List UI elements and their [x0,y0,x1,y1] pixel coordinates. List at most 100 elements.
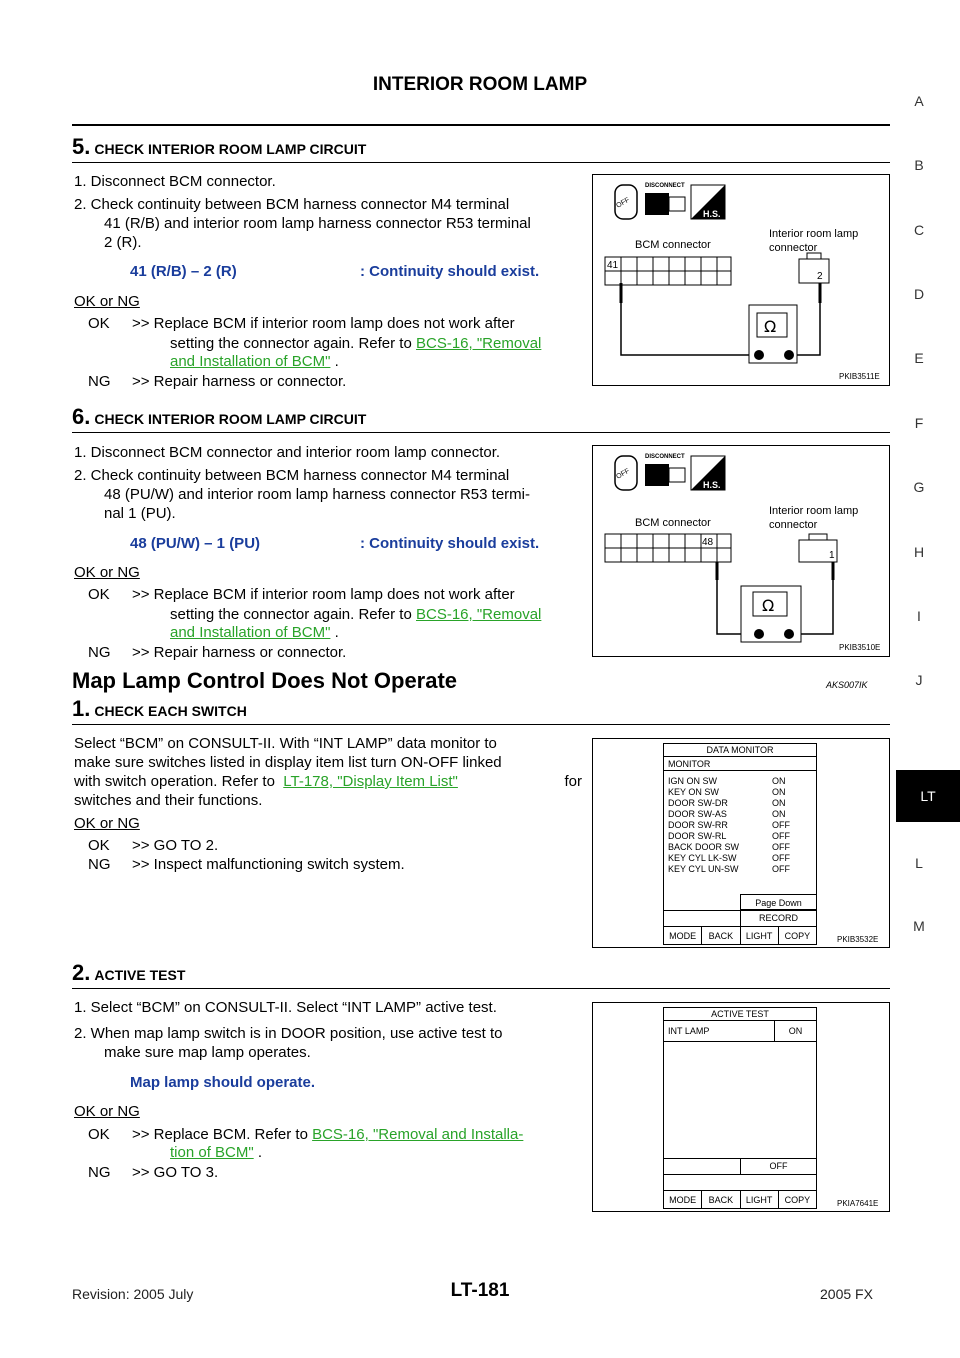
step6-wiring-diagram: OFF DISCONNECT H.S. BCM connector Interi… [604,454,880,652]
step6-spec-left: 48 (PU/W) – 1 (PU) [130,535,261,552]
copy-button[interactable]: COPY [784,931,811,941]
footer-model: 2005 FX [820,1286,873,1302]
step2-ng-text: >> GO TO 3. [132,1164,219,1181]
step5-heading: 5.CHECK INTERIOR ROOM LAMP CIRCUIT [72,134,367,159]
step1-p3: with switch operation. Refer to LT-178, … [74,773,582,790]
step2-line1: 1. Select “BCM” on CONSULT-II. Select “I… [74,999,497,1016]
step2-okng: OK or NG [74,1103,140,1120]
step6-spec-right: : Continuity should exist. [360,535,540,552]
back-button[interactable]: BACK [702,1191,741,1209]
lamp-connector: 2 [798,252,830,284]
link-bcs-16-cont[interactable]: and Installation of BCM" [170,624,331,641]
step5-line2c: 2 (R). [104,234,142,251]
step2-ok-label: OK [88,1126,110,1143]
step5-line2b: 41 (R/B) and interior room lamp harness … [104,215,531,232]
step5-okng: OK or NG [74,293,140,310]
step1-p4: switches and their functions. [74,792,263,809]
screen-subtitle: MONITOR [664,757,816,771]
svg-text:Ω: Ω [762,596,774,615]
step5-spec-right: : Continuity should exist. [360,263,540,280]
side-index-i[interactable]: I [917,608,921,624]
page-down-button[interactable]: Page Down [740,894,816,910]
side-index-b[interactable]: B [914,157,924,173]
step6-line2a: 2. Check continuity between BCM harness … [74,467,510,484]
link-bcs-16[interactable]: BCS-16, "Removal [416,606,542,623]
step1-okng: OK or NG [74,815,140,832]
step2-spec: Map lamp should operate. [130,1074,316,1091]
step5-ng-text: >> Repair harness or connector. [132,373,347,390]
lamp-connector-label-2: connector [769,242,818,254]
link-lt-178[interactable]: LT-178, "Display Item List" [283,773,458,790]
step2-rule [72,988,890,989]
svg-text:2: 2 [817,271,823,282]
svg-text:1: 1 [829,550,835,561]
bcm-connector-label: BCM connector [635,239,711,251]
header-rule [72,124,890,126]
screen-title: ACTIVE TEST [664,1008,816,1021]
step5-rule [72,162,890,163]
light-button[interactable]: LIGHT [741,1191,779,1209]
side-index-d[interactable]: D [913,286,925,302]
bcm-connector: 48 [604,533,732,563]
step6-line2b: 48 (PU/W) and interior room lamp harness… [104,486,530,503]
side-index-c[interactable]: C [913,222,925,238]
bcm-connector: 41 [604,256,732,286]
lamp-connector-label-2: connector [769,519,818,531]
screen-title: DATA MONITOR [664,744,816,757]
footer-revision: Revision: 2005 July [72,1286,194,1302]
step6-line2c: nal 1 (PU). [104,505,176,522]
step1-ng-label: NG [88,856,111,873]
mode-button[interactable]: MODE [664,927,703,945]
step1-p2: make sure switches listed in display ite… [74,754,502,771]
link-bcs-16[interactable]: BCS-16, "Removal [416,335,542,352]
record-button[interactable]: RECORD [740,910,816,926]
link-bcs-16[interactable]: BCS-16, "Removal and Installa- [312,1126,524,1143]
svg-text:41: 41 [607,260,619,271]
section-title: Map Lamp Control Does Not Operate [72,668,458,693]
step1-ng-text: >> Inspect malfunctioning switch system. [132,856,405,873]
step6-ng-label: NG [88,644,111,661]
step2-heading: 2.ACTIVE TEST [72,960,186,985]
side-index-l[interactable]: L [915,855,923,871]
step5-line2a: 2. Check continuity between BCM harness … [74,196,510,213]
side-index-f[interactable]: F [914,415,924,431]
page-title: INTERIOR ROOM LAMP [372,74,588,95]
off-button[interactable]: OFF [740,1158,816,1174]
step2-line2b: make sure map lamp operates. [104,1044,311,1061]
figure-code: PKIA7641E [837,1199,879,1208]
page-number: LT-181 [450,1280,510,1301]
disconnect-icon: OFF DISCONNECT [614,454,686,491]
step6-ok-refer2: and Installation of BCM" . [170,624,339,641]
svg-text:H.S.: H.S. [703,480,721,490]
back-button[interactable]: BACK [702,927,741,945]
step5-ng-label: NG [88,373,111,390]
copy-button[interactable]: COPY [784,1195,811,1205]
side-index-j[interactable]: J [915,672,923,688]
link-bcs-16-cont[interactable]: and Installation of BCM" [170,353,331,370]
mode-button[interactable]: MODE [664,1191,703,1209]
side-index-m[interactable]: M [913,918,925,934]
hs-icon: H.S. [690,184,726,220]
lamp-connector: 1 [798,533,838,563]
side-index-lt-active[interactable]: LT [896,770,960,822]
step6-ok-label: OK [88,586,110,603]
step5-spec-left: 41 (R/B) – 2 (R) [130,263,237,280]
step1-heading: 1.CHECK EACH SWITCH [72,696,247,721]
side-index-g[interactable]: G [913,479,925,495]
side-index-a[interactable]: A [914,93,924,109]
svg-text:DISCONNECT: DISCONNECT [645,454,685,460]
light-button[interactable]: LIGHT [741,927,779,945]
step6-figure: OFF DISCONNECT H.S. BCM connector Interi… [592,445,890,657]
side-index-e[interactable]: E [914,350,924,366]
side-index-h[interactable]: H [913,544,925,560]
consult-screen: ACTIVE TEST INT LAMP ON OFF MODE BACK LI… [663,1007,817,1209]
link-bcs-16-cont[interactable]: tion of BCM" [170,1144,254,1161]
step6-line1: 1. Disconnect BCM connector and interior… [74,444,501,461]
step5-wiring-diagram: OFF DISCONNECT H.S. BCM connector Interi… [604,183,880,381]
